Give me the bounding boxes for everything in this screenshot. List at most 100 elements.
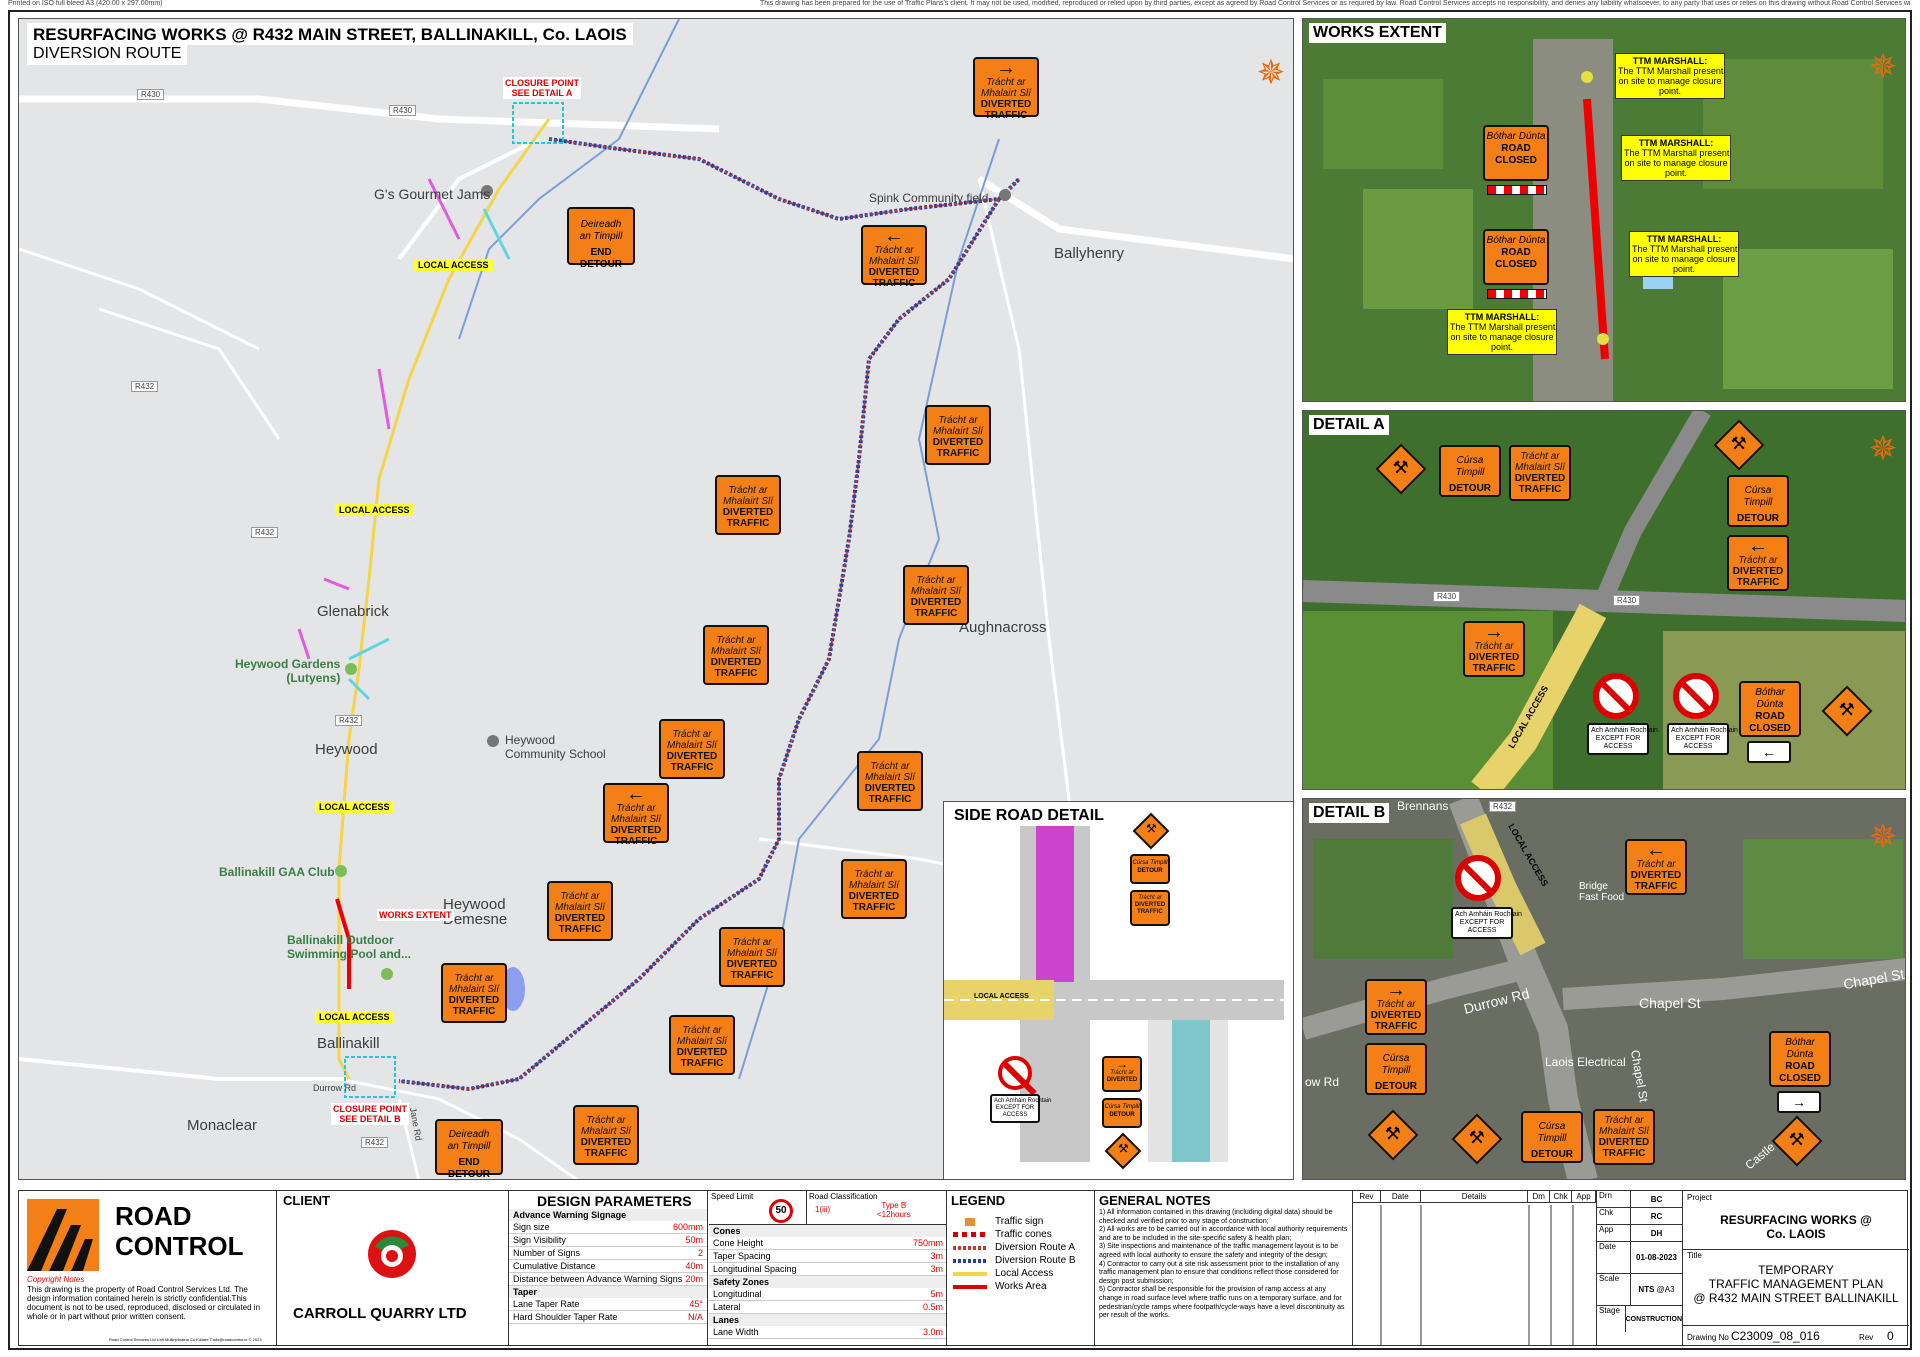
- road-shield-r432: R432: [1489, 801, 1517, 812]
- detour-sign[interactable]: Cúrsa Timpill DETOUR: [1521, 1111, 1583, 1163]
- speed-limit-sign: 50: [769, 1199, 793, 1223]
- ttm-marshall-callout: TTM MARSHALL: The TTM Marshall present o…: [1615, 53, 1725, 99]
- param-value: 20m: [685, 1274, 703, 1284]
- side-road-detail-title: SIDE ROAD DETAIL: [950, 806, 1108, 826]
- rev-label: Rev: [1859, 1333, 1874, 1342]
- diverted-traffic-sign[interactable]: Trácht ar Mhalairt Slí DIVERTED TRAFFIC: [547, 881, 613, 941]
- diverted-traffic-sign[interactable]: Trácht ar Mhalairt Slí DIVERTED TRAFFIC: [573, 1105, 639, 1165]
- diverted-traffic-sign[interactable]: Trácht ar Mhalairt Slí DIVERTED TRAFFIC: [841, 859, 907, 919]
- place-durrow-rd: Durrow Rd: [313, 1083, 357, 1093]
- detail-b-panel[interactable]: DETAIL B Brennans R432 LOCAL ACCESS Brid…: [1302, 798, 1906, 1180]
- diverted-traffic-sign[interactable]: Trácht ar Mhalairt Slí DIVERTED TRAFFIC: [659, 719, 725, 779]
- rev-value: 0: [1887, 1329, 1894, 1343]
- diverted-traffic-sign[interactable]: Trácht ar Mhalairt Slí DIVERTED TRAFFIC: [703, 625, 769, 685]
- taper-head: Taper: [509, 1286, 707, 1298]
- works-extent-panel[interactable]: WORKS EXTENT ✵ TTM MARSHALL: The TTM Mar…: [1302, 18, 1906, 402]
- param-value: 45°: [689, 1299, 703, 1309]
- disclaimer-note: This drawing has been prepared for the u…: [760, 0, 1910, 7]
- diverted-traffic-sign[interactable]: → Trácht ar DIVERTED TRAFFIC: [1463, 621, 1525, 677]
- end-detour-sign[interactable]: Deireadh an Timpill END DETOUR: [435, 1119, 503, 1179]
- param-name: Hard Shoulder Taper Rate: [513, 1312, 618, 1322]
- detour-sign[interactable]: Cúrsa Timpill DETOUR: [1439, 445, 1501, 497]
- road-closed-sign[interactable]: Bóthar Dúnta ROAD CLOSED: [1769, 1031, 1831, 1087]
- diverted-traffic-sign[interactable]: → Trácht ar DIVERTED: [1102, 1056, 1142, 1092]
- title-block-logo-cell: ROAD CONTROL Copyright Notes This drawin…: [19, 1191, 277, 1345]
- project-label: Project: [1687, 1193, 1712, 1202]
- diverted-traffic-sign[interactable]: ← Trácht ar DIVERTED TRAFFIC: [1727, 535, 1789, 591]
- revision-header-cell: Chk: [1550, 1191, 1573, 1202]
- diverted-traffic-sign[interactable]: Trácht ar DIVERTED TRAFFIC: [1130, 890, 1170, 926]
- diverted-traffic-sign[interactable]: → Trácht ar Mhalairt Slí DIVERTED TRAFFI…: [973, 57, 1039, 121]
- closure-point-a-label: CLOSURE POINT SEE DETAIL A: [503, 77, 582, 99]
- diverted-traffic-sign[interactable]: ← Trácht ar Mhalairt Slí DIVERTED TRAFFI…: [603, 783, 669, 847]
- place-aughnacross: Aughnacross: [959, 619, 1047, 636]
- diverted-traffic-sign[interactable]: Trácht ar Mhalairt Slí DIVERTED TRAFFIC: [719, 927, 785, 987]
- app-label: App: [1597, 1225, 1631, 1241]
- detail-a-panel[interactable]: DETAIL A R430 R430 ✵ LOCAL ACCESS ⚒ Cúrs…: [1302, 410, 1906, 790]
- diverted-traffic-sign[interactable]: → Trácht ar DIVERTED TRAFFIC: [1365, 979, 1427, 1035]
- title-label: Title: [1687, 1251, 1702, 1260]
- logo-line-2: CONTROL: [115, 1231, 244, 1261]
- scale-value: NTS @A3: [1631, 1285, 1682, 1294]
- road-closed-sign[interactable]: Bóthar Dúnta ROAD CLOSED: [1483, 125, 1549, 181]
- place-heywood-gardens: Heywood Gardens (Lutyens): [235, 657, 341, 685]
- diverted-traffic-sign[interactable]: Trácht ar Mhalairt Slí DIVERTED TRAFFIC: [925, 405, 991, 465]
- detour-sign[interactable]: Cúrsa Timpill DETOUR: [1727, 475, 1789, 527]
- side-road-detail-panel[interactable]: SIDE ROAD DETAIL LOCAL ACCESS ⚒ Cúrsa Ti…: [943, 801, 1293, 1179]
- road-closed-sign[interactable]: Bóthar Dúnta ROAD CLOSED: [1739, 681, 1801, 737]
- end-detour-sign[interactable]: Deireadh an Timpill END DETOUR: [567, 207, 635, 270]
- param-value: 5m: [930, 1289, 943, 1299]
- notes-title: GENERAL NOTES: [1099, 1193, 1211, 1208]
- legend-swatch: [965, 1217, 975, 1226]
- detour-sign[interactable]: Cúrsa Timpill DETOUR: [1130, 854, 1170, 884]
- local-access-label: LOCAL ACCESS: [974, 993, 1029, 1000]
- road-shield-r432: R432: [251, 527, 279, 538]
- notes-text: 1) All information contained in this dra…: [1099, 1209, 1348, 1320]
- diverted-traffic-sign[interactable]: ← Trácht ar Mhalairt Slí DIVERTED TRAFFI…: [861, 225, 927, 289]
- drawing-frame: [8, 10, 1912, 1350]
- place-glenabrick: Glenabrick: [317, 603, 389, 620]
- param-name: Number of Signs: [513, 1248, 581, 1258]
- legend-label: Works Area: [995, 1281, 1047, 1292]
- detour-sign[interactable]: Cúrsa Timpill DETOUR: [1365, 1043, 1427, 1095]
- stage-label: Stage: [1597, 1306, 1626, 1332]
- road-class-type: Type B <12hours: [877, 1201, 911, 1219]
- param-name: Longitudinal: [713, 1289, 762, 1299]
- diverted-traffic-sign[interactable]: Trácht ar Mhalairt Slí DIVERTED TRAFFIC: [669, 1015, 735, 1075]
- diverted-traffic-sign[interactable]: ← Trácht ar DIVERTED TRAFFIC: [1625, 839, 1687, 895]
- client-logo-icon: [368, 1230, 416, 1278]
- date-value: 01-08-2023: [1636, 1253, 1677, 1262]
- diverted-traffic-sign[interactable]: Trácht ar Mhalairt Slí DIVERTED TRAFFIC: [441, 963, 507, 1023]
- road-closed-sign[interactable]: Bóthar Dúnta ROAD CLOSED: [1483, 229, 1549, 285]
- road-shield-r432: R432: [361, 1137, 389, 1148]
- diversion-route-map[interactable]: RESURFACING WORKS @ R432 MAIN STREET, BA…: [18, 18, 1294, 1180]
- local-access-label: LOCAL ACCESS: [315, 1011, 394, 1023]
- diverted-traffic-sign[interactable]: Trácht ar Mhalairt Slí DIVERTED TRAFFIC: [715, 475, 781, 535]
- revision-header-cell: App: [1572, 1191, 1596, 1202]
- client-cell: CLIENT CARROLL QUARRY LTD: [277, 1191, 509, 1345]
- diverted-traffic-sign[interactable]: Trácht ar Mhalairt Slí DIVERTED TRAFFIC: [903, 565, 969, 625]
- detour-sign[interactable]: Cúrsa Timpill DETOUR: [1102, 1098, 1142, 1128]
- diverted-traffic-sign[interactable]: Trácht ar Mhalairt Slí DIVERTED TRAFFIC: [857, 751, 923, 811]
- legend-item: Works Area: [953, 1280, 1076, 1293]
- place-brennans: Brennans: [1397, 799, 1449, 813]
- except-access-plate: Ach Amháin Rochtain EXCEPT FOR ACCESS: [1587, 723, 1658, 755]
- project-cell: Project RESURFACING WORKS @ Co. LAOIS Ti…: [1683, 1191, 1909, 1345]
- copyright-title: Copyright Notes: [27, 1275, 85, 1284]
- legend-swatch: [953, 1232, 987, 1237]
- place-heywood-demesne: Heywood Demesne: [443, 896, 508, 928]
- legend-item: Traffic cones: [953, 1228, 1076, 1241]
- diverted-traffic-sign[interactable]: Trácht ar Mhalairt Slí DIVERTED TRAFFIC: [1593, 1109, 1655, 1165]
- client-name: CARROLL QUARRY LTD: [293, 1305, 467, 1322]
- diverted-traffic-sign[interactable]: Trácht ar Mhalairt Slí DIVERTED TRAFFIC: [1509, 445, 1571, 501]
- drawing-title: RESURFACING WORKS @ R432 MAIN STREET, BA…: [27, 23, 633, 45]
